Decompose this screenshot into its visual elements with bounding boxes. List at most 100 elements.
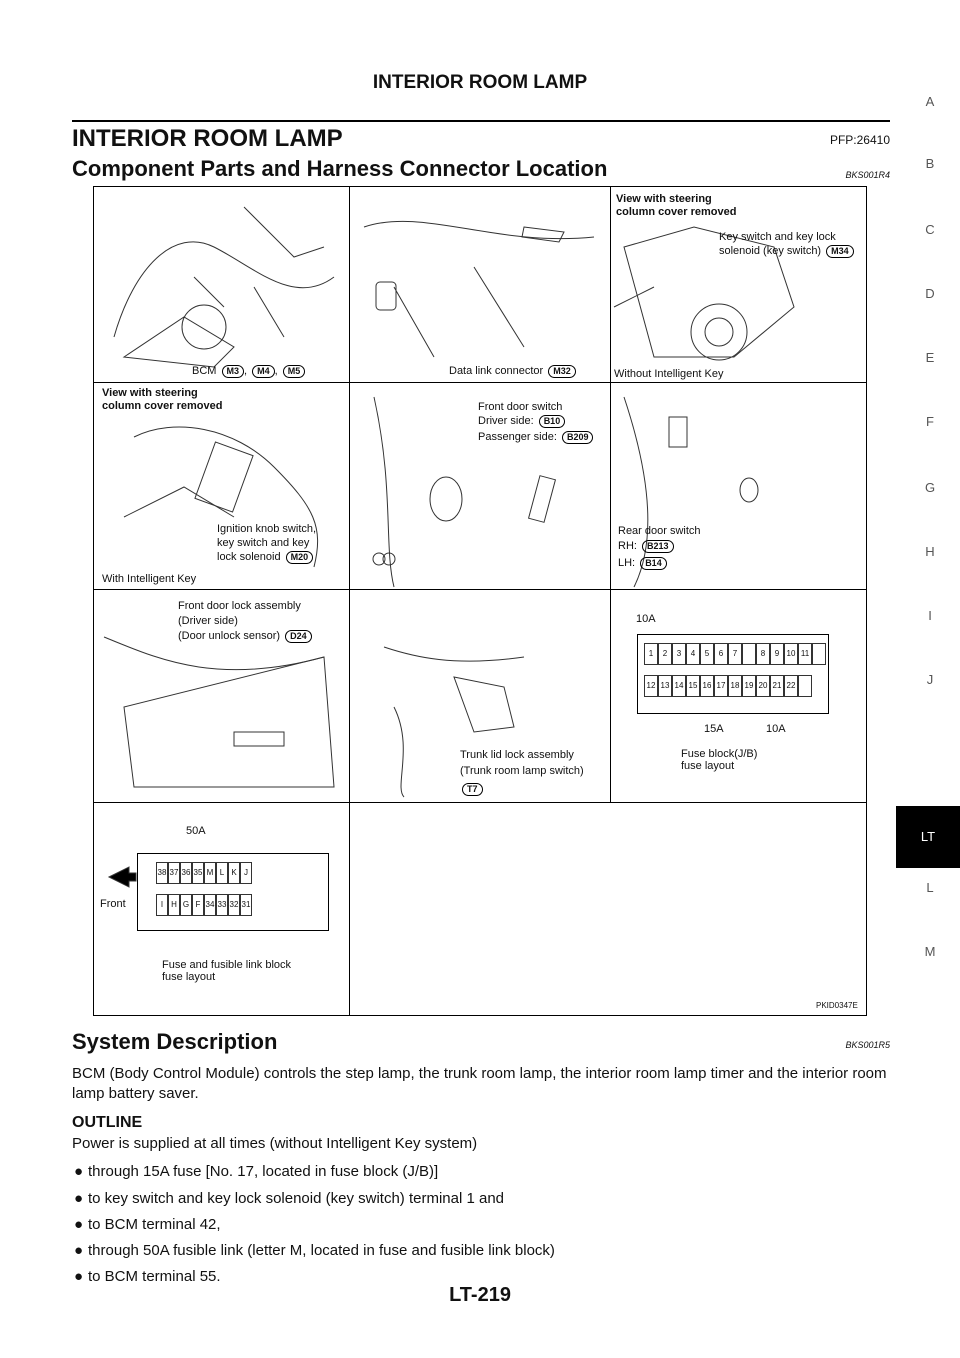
fuse-cell: J <box>240 862 252 884</box>
connector-m34: M34 <box>826 245 854 258</box>
side-index-d[interactable]: D <box>925 286 935 301</box>
p9-bottom1: 15A <box>704 723 724 735</box>
fuse-cell: H <box>168 894 180 916</box>
p5-line2: Driver side: B10 <box>478 415 566 428</box>
connector-m20: M20 <box>285 551 314 564</box>
fuse-cell: 38 <box>156 862 168 884</box>
connector-m5: M5 <box>282 365 306 378</box>
outline-bullet: ●to BCM terminal 55. <box>74 1268 221 1285</box>
p7-line2: (Driver side) <box>178 615 238 627</box>
side-index-h[interactable]: H <box>925 544 935 559</box>
bcm-text: BCM <box>192 365 217 377</box>
connector-m3: M3 <box>221 365 245 378</box>
data-link-label: Data link connector M32 <box>449 365 576 378</box>
side-index-lt-active[interactable]: LT <box>896 806 960 868</box>
connector-t7: T7 <box>462 783 483 796</box>
p3-label1: Key switch and key lock <box>719 231 836 243</box>
fuse-cell: 10 <box>784 643 798 665</box>
fuse-cell: 22 <box>784 675 798 697</box>
p10-front: Front <box>100 898 126 910</box>
fuse-cell: 19 <box>742 675 756 697</box>
p6-line1: Rear door switch <box>618 525 701 537</box>
p10-cap1: Fuse and fusible link block <box>162 959 292 971</box>
connector-b213: B213 <box>642 540 674 553</box>
p4-label2: key switch and key <box>217 537 310 549</box>
side-index-a[interactable]: A <box>925 94 935 109</box>
side-index-i[interactable]: I <box>928 608 932 623</box>
fuse-cell <box>812 643 826 665</box>
fuse-cell: 5 <box>700 643 714 665</box>
fuse-cell: F <box>192 894 204 916</box>
connector-b209: B209 <box>561 431 594 444</box>
connector-m4: M4 <box>252 365 275 378</box>
fuse-cell: 14 <box>672 675 686 697</box>
p4-header: View with steering column cover removed <box>102 387 223 412</box>
page-header: INTERIOR ROOM LAMP <box>372 72 588 93</box>
component-figure: BCM M3, M4, M5 Data link connector M32 V… <box>93 186 867 1016</box>
figure-code: PKID0347E <box>816 1001 858 1010</box>
fuse-cell: 3 <box>672 643 686 665</box>
outline-bullet: ●to BCM terminal 42, <box>74 1216 221 1233</box>
outline-bullet: ●to key switch and key lock solenoid (ke… <box>74 1190 505 1207</box>
component-code: BKS001R4 <box>845 170 890 180</box>
figure-illustrations <box>103 206 795 888</box>
outline-bullet: ●through 15A fuse [No. 17, located in fu… <box>74 1163 439 1180</box>
page-number: LT-219 <box>449 1284 511 1306</box>
fuse-cell: K <box>228 862 240 884</box>
p9-bottom2: 10A <box>766 723 786 735</box>
side-index-j[interactable]: J <box>926 672 934 687</box>
fuse-cell: 8 <box>756 643 770 665</box>
connector-m32: M32 <box>548 365 576 378</box>
p5-line1: Front door switch <box>478 401 563 413</box>
fuse-cell: 12 <box>644 675 658 697</box>
side-index-m[interactable]: M <box>924 944 936 959</box>
p9-cap1: Fuse block(J/B) <box>681 748 758 760</box>
fuse-cell: 36 <box>180 862 192 884</box>
p4-footer: With Intelligent Key <box>102 573 197 585</box>
p6-line2: RH: B213 <box>618 540 674 553</box>
fuse-cell: 1 <box>644 643 658 665</box>
side-index-l[interactable]: L <box>926 880 934 895</box>
fuse-cell: 13 <box>658 675 672 697</box>
outline-title: OUTLINE <box>72 1114 143 1131</box>
side-index-c[interactable]: C <box>925 222 935 237</box>
p5-line3: Passenger side: B209 <box>478 431 594 444</box>
p8-line1: Trunk lid lock assembly <box>460 749 574 761</box>
fuse-cell: 21 <box>770 675 784 697</box>
connector-b10: B10 <box>538 415 566 428</box>
fuse-cell: 15 <box>686 675 700 697</box>
p7-line1: Front door lock assembly <box>178 600 301 612</box>
fuse-cell: 18 <box>728 675 742 697</box>
fuse-cell: 35 <box>192 862 204 884</box>
fuse-cell: M <box>204 862 216 884</box>
side-index-g[interactable]: G <box>924 480 936 495</box>
fuse-cell: 4 <box>686 643 700 665</box>
system-code: BKS001R5 <box>845 1040 890 1050</box>
fuse-cell: 33 <box>216 894 228 916</box>
fuse-cell: 11 <box>798 643 812 665</box>
system-text: BCM (Body Control Module) controls the s… <box>72 1065 887 1102</box>
side-index-e[interactable]: E <box>925 350 935 365</box>
p6-line3: LH: B14 <box>618 557 667 570</box>
outline-intro: Power is supplied at all times (without … <box>72 1135 478 1152</box>
connector-b14: B14 <box>640 557 667 570</box>
p9-cap2: fuse layout <box>681 760 735 772</box>
component-title: Component Parts and Harness Connector Lo… <box>72 156 608 181</box>
side-index-b[interactable]: B <box>925 156 935 171</box>
p8-line2: (Trunk room lamp switch) <box>460 765 584 777</box>
fuse-cell: 16 <box>700 675 714 697</box>
fuse-cell: 2 <box>658 643 672 665</box>
fuse-cell: 31 <box>240 894 252 916</box>
p10-cap2: fuse layout <box>162 971 216 983</box>
p3-label2: solenoid (key switch) M34 <box>719 245 854 258</box>
system-title: System Description <box>72 1029 278 1054</box>
fuse-cell: 37 <box>168 862 180 884</box>
p10-top: 50A <box>186 825 206 837</box>
fuse-cell: L <box>216 862 228 884</box>
side-index-f[interactable]: F <box>926 414 934 429</box>
fuse-cell: I <box>156 894 168 916</box>
p3-header: View with steering column cover removed <box>616 193 737 218</box>
fuse-cell: 7 <box>728 643 742 665</box>
